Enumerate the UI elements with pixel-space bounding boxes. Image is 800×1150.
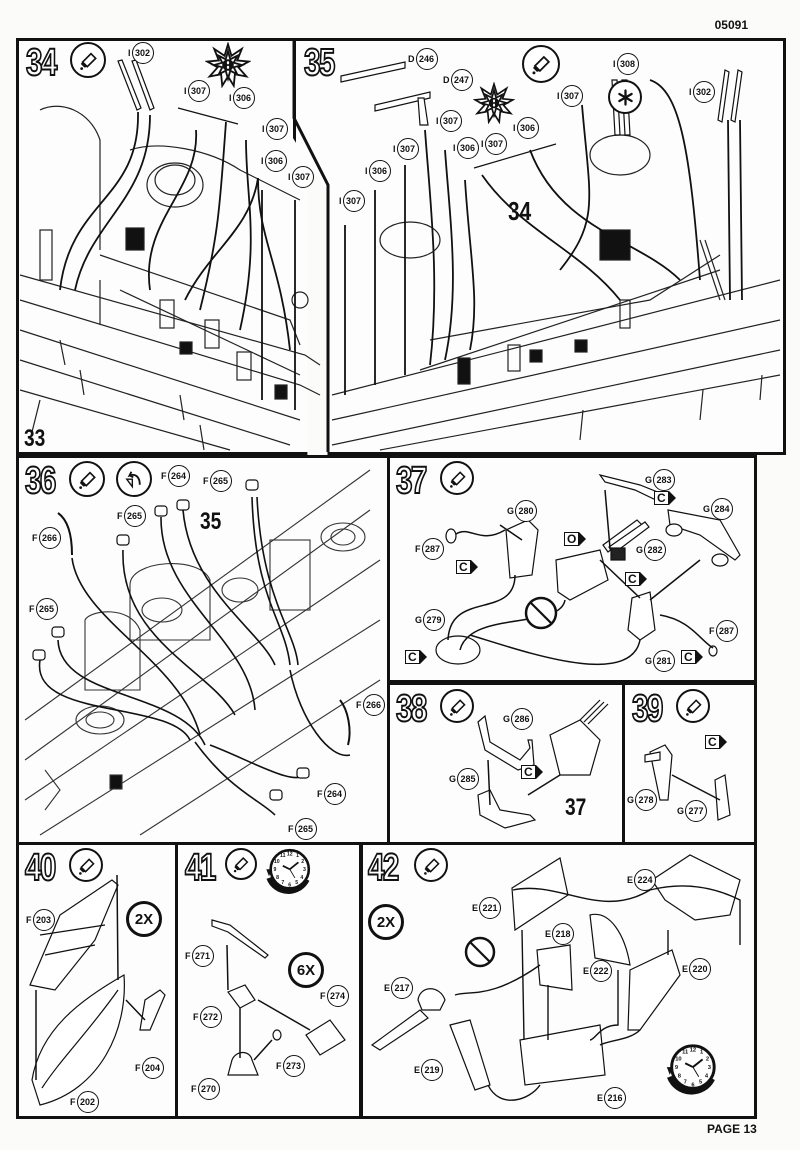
- drying-time-clock-icon: [262, 845, 314, 897]
- step-number: 35: [303, 42, 336, 84]
- glue-tube-icon: [440, 461, 474, 495]
- quantity-multiplier: 2X: [126, 901, 162, 937]
- color-flag: C: [625, 572, 647, 586]
- glue-tube-icon: [522, 45, 560, 83]
- reference-step-label: 34: [508, 196, 532, 226]
- color-flag: C: [521, 765, 543, 779]
- color-flag: C: [654, 491, 676, 505]
- glue-tube-icon: [440, 689, 474, 723]
- glue-tube-icon: [414, 848, 448, 882]
- steps-34-35-illustration: [19, 40, 781, 452]
- reference-step-label: 35: [200, 508, 222, 535]
- step-number: 37: [395, 460, 428, 502]
- clear-part-starburst-icon: [474, 83, 514, 123]
- quantity-multiplier: 2X: [368, 904, 404, 940]
- quantity-multiplier: 6X: [288, 952, 324, 988]
- clear-part-starburst-icon: [206, 43, 250, 87]
- glue-tube-icon: [69, 848, 103, 882]
- reference-step-label: 33: [24, 425, 46, 452]
- drying-time-clock-icon: [662, 1040, 720, 1098]
- step-number: 40: [24, 847, 57, 889]
- reference-step-label: 37: [565, 794, 587, 821]
- glue-tube-icon: [70, 42, 106, 78]
- kit-code: 05091: [714, 18, 748, 32]
- step-number: 39: [631, 688, 664, 730]
- color-flag: O: [564, 532, 587, 546]
- glue-tube-icon: [225, 848, 257, 880]
- step-number: 34: [25, 42, 58, 84]
- color-flag: C: [405, 650, 427, 664]
- glue-tube-icon: [676, 689, 710, 723]
- color-flag: C: [681, 650, 703, 664]
- rotate-arrow-icon: [116, 461, 152, 497]
- step-number: 42: [367, 847, 400, 889]
- step-number: 41: [184, 847, 217, 889]
- step-number: 38: [395, 688, 428, 730]
- asterisk-icon: [608, 80, 642, 114]
- color-flag: C: [705, 735, 727, 749]
- step-41-panel: [175, 842, 362, 1119]
- color-flag: C: [456, 560, 478, 574]
- page-number: PAGE 13: [707, 1122, 757, 1136]
- glue-tube-icon: [69, 461, 105, 497]
- step-number: 36: [24, 460, 57, 502]
- step-37-panel: [387, 455, 757, 683]
